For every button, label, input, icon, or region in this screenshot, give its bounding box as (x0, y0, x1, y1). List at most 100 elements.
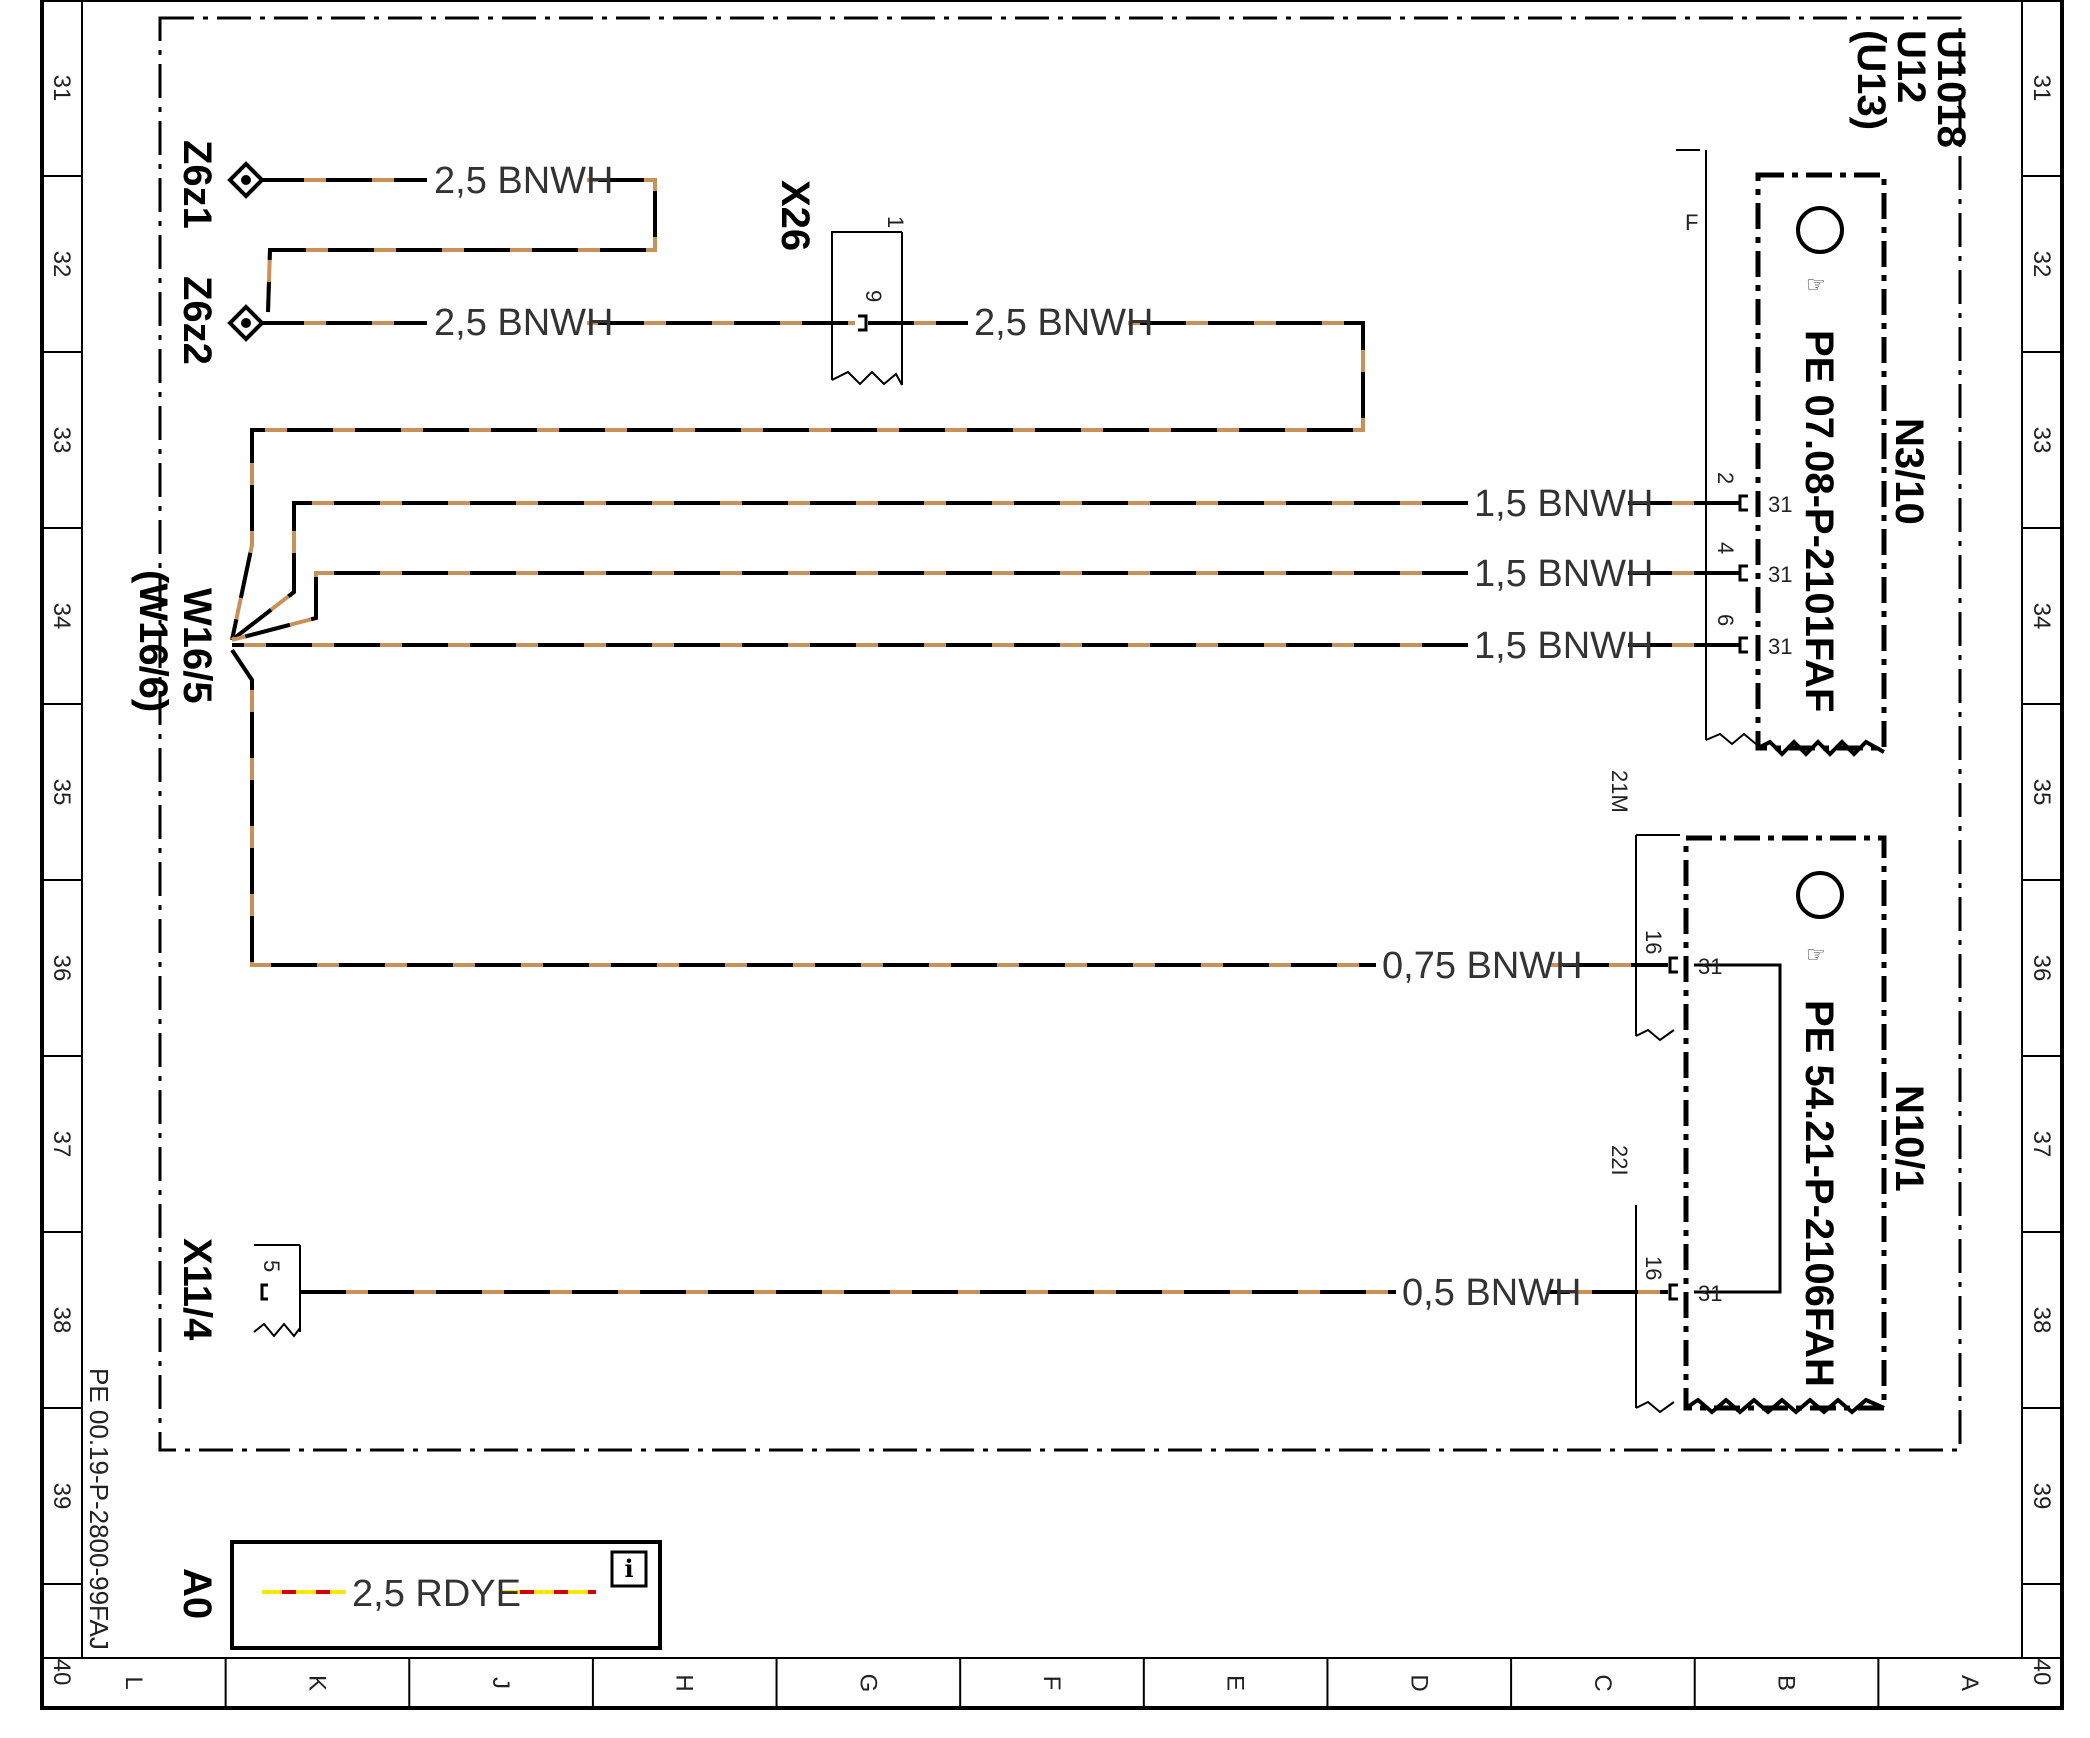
grid-col-label: G (854, 1674, 881, 1693)
n3-10-label: N3/10 (1887, 418, 1931, 525)
wire-white-stripe (231, 571, 1740, 642)
n10-1-pin-in-1: 16 (1641, 930, 1666, 954)
wire-brown-stripe (230, 321, 1365, 641)
n10-1-pins: 16 16 31 31 (1641, 930, 1722, 1306)
x26-pin: 9 (861, 290, 886, 302)
grid-col-label: A (1956, 1675, 1983, 1691)
wire-white-stripe (230, 501, 1740, 642)
wire-n3-10-b (231, 571, 1740, 642)
function-frame (158, 16, 1962, 1452)
frame-label-u13: (U13) (1849, 30, 1893, 130)
grid-row-label: 38 (2028, 1307, 2055, 1334)
x11-4-connector (253, 1244, 301, 1338)
n10-1-transistor-icon (1796, 871, 1844, 919)
grid-row-label: 35 (2028, 779, 2055, 806)
n10-1-label: N10/1 (1887, 1085, 1931, 1192)
grid-col-label: D (1405, 1674, 1432, 1691)
n3-10-hand-icon: ☞ (1806, 272, 1826, 297)
legend-wire-label: 2,5 RDYE (352, 1573, 521, 1615)
grid-row-label: 31 (2028, 75, 2055, 102)
grid-row-label: 38 (48, 1307, 75, 1334)
n3-10-pin-out-3: 31 (1768, 634, 1792, 659)
grid-col-label: L (120, 1676, 147, 1689)
grid-row-label: 34 (2028, 603, 2055, 630)
wire-label-n3-10-c: 1,5 BNWH (1474, 625, 1653, 667)
grid-row-label: 36 (2028, 955, 2055, 982)
grid-row-label: 34 (48, 603, 75, 630)
grid-row-label: 37 (2028, 1131, 2055, 1158)
info-icon[interactable] (610, 1550, 648, 1588)
n10-1-pin-out-2: 31 (1698, 1281, 1722, 1306)
wire-label-z6z1: 2,5 BNWH (434, 160, 613, 202)
n3-10-transistor-icon (1796, 206, 1844, 254)
grid-row-label: 31 (48, 75, 75, 102)
grid-row-label: 32 (2028, 251, 2055, 278)
x26-connector (831, 231, 903, 386)
n3-10-conn: F (1685, 210, 1698, 235)
w16-label: W16/5 (175, 588, 219, 704)
grid-col-label: C (1589, 1674, 1616, 1691)
grid-col-label: E (1222, 1675, 1249, 1691)
wires (230, 178, 1740, 1294)
frame-label-u1018: U1018 (1929, 30, 1973, 148)
grid-row-label: 37 (48, 1131, 75, 1158)
grid-row-label: 39 (48, 1483, 75, 1510)
n3-10-doc-ref[interactable]: PE 07.08-P-2101FAF (1797, 330, 1841, 712)
wire-n3-10-a (230, 501, 1740, 642)
n10-1-conn-top: 21M (1607, 770, 1632, 813)
grid-row-label: 40 (48, 1659, 75, 1686)
x26-pin-top: 1 (883, 216, 908, 228)
n3-10-pin-out-2: 31 (1768, 562, 1792, 587)
z6z2-symbol (227, 304, 265, 342)
wire-label-x26: 2,5 BNWH (974, 302, 1153, 344)
x11-4-pin: 5 (259, 1260, 284, 1272)
n3-10-pin-in-1: 2 (1713, 472, 1738, 484)
grid-row-label: 36 (48, 955, 75, 982)
grid-ticks (42, 175, 2062, 1708)
frame-label-u12: U12 (1889, 30, 1933, 103)
n3-10-pin-out-1: 31 (1768, 492, 1792, 517)
n10-1-pin-in-2: 16 (1641, 1256, 1666, 1280)
wire-brown-stripe (230, 648, 1668, 967)
n3-10-pin-in-3: 6 (1713, 614, 1738, 626)
grid-col-label: J (487, 1677, 514, 1689)
legend-id: A0 (175, 1568, 219, 1619)
n10-1-conn-bottom: 22I (1607, 1145, 1632, 1176)
wire-label-n10-1-a: 0,75 BNWH (1382, 945, 1583, 987)
svg-text:i: i (624, 1554, 633, 1583)
legend: 2,5 RDYE i (230, 1540, 662, 1650)
grid-row-label: 40 (2028, 1659, 2055, 1686)
grid-col-label: B (1773, 1675, 1800, 1691)
grid-row-label: 33 (48, 427, 75, 454)
wire-white-stripe (230, 321, 1365, 641)
x11-4-label: X11/4 (175, 1238, 219, 1341)
grid-row-label: 32 (48, 251, 75, 278)
n3-10-pins: 2 4 6 31 31 31 (1713, 472, 1792, 659)
wire-x26-out (230, 321, 1365, 641)
wire-label-z6z2: 2,5 BNWH (434, 302, 613, 344)
z6z1-symbol (227, 161, 265, 199)
wire-n10-1-a (230, 648, 1668, 967)
n10-1-doc-ref[interactable]: PE 54.21-P-2106FAH (1797, 1000, 1841, 1387)
wire-label-n3-10-a: 1,5 BNWH (1474, 483, 1653, 525)
z6z1-label: Z6z1 (175, 140, 219, 229)
grid-row-label: 35 (48, 779, 75, 806)
n10-1-hand-icon: ☞ (1806, 942, 1826, 967)
x26-label: X26 (773, 180, 817, 251)
sheet-border (40, 0, 2064, 1710)
grid-row-label: 33 (2028, 427, 2055, 454)
n3-10-module (1676, 149, 1887, 757)
grid-col-label: K (303, 1675, 330, 1691)
w16-label-alt: (W16/6) (131, 570, 175, 712)
document-id: PE 00.19-P-2800-99FAJ (84, 1368, 114, 1650)
grid-col-label: H (671, 1674, 698, 1691)
z6z2-label: Z6z2 (175, 276, 219, 365)
wire-white-stripe (230, 648, 1668, 967)
grid-col-label: F (1038, 1676, 1065, 1691)
grid-row-label: 39 (2028, 1483, 2055, 1510)
wire-label-n10-1-b: 0,5 BNWH (1402, 1272, 1581, 1314)
n10-1-module (1635, 834, 1887, 1415)
grid-labels: 31 31 32 32 33 33 34 34 35 35 36 36 37 37 38 38 39 39 40 40… (48, 75, 2055, 1693)
wire-label-n3-10-b: 1,5 BNWH (1474, 553, 1653, 595)
